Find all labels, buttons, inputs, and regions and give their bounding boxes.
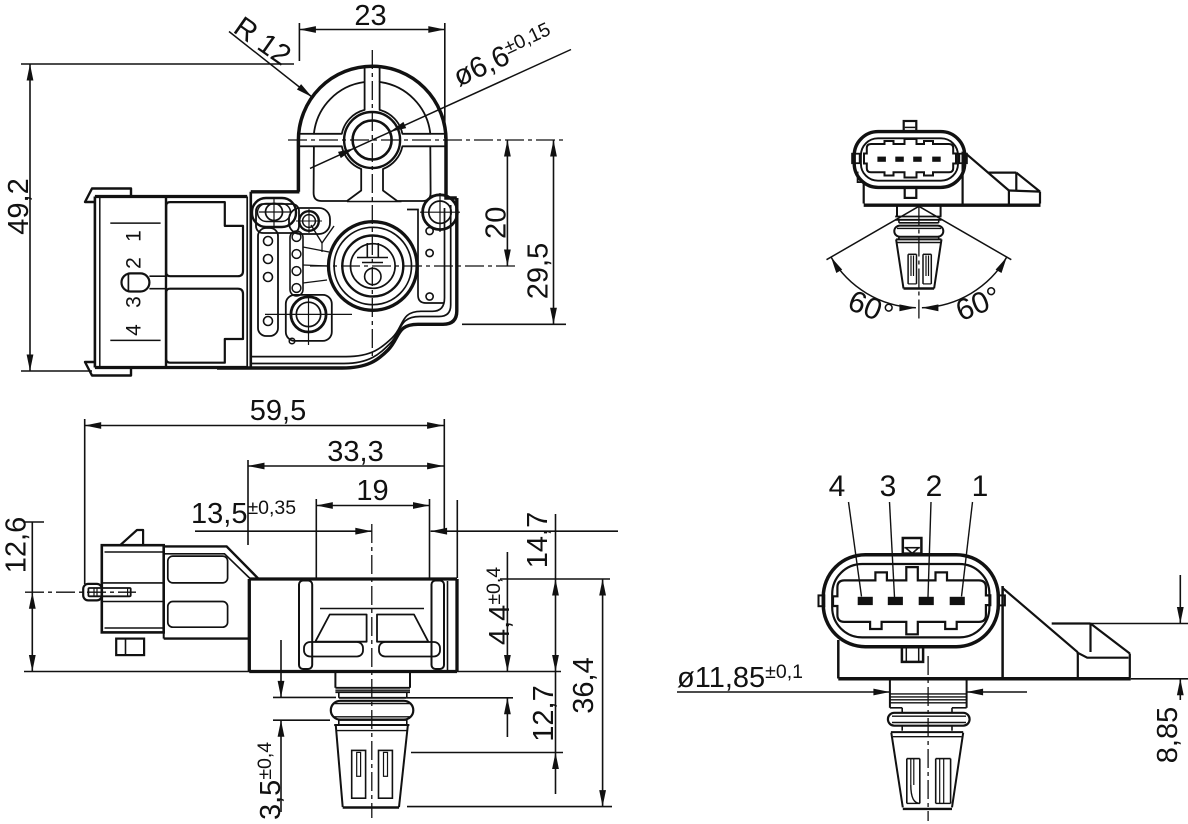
svg-text:33,3: 33,3: [327, 436, 383, 468]
svg-text:3,5±0,4: 3,5±0,4: [254, 742, 287, 820]
svg-text:R 12: R 12: [228, 11, 297, 72]
svg-text:1: 1: [972, 470, 989, 503]
svg-text:13,5±0,35: 13,5±0,35: [191, 497, 296, 530]
svg-text:4: 4: [123, 324, 146, 336]
svg-text:19: 19: [356, 475, 388, 507]
svg-text:2: 2: [926, 470, 943, 503]
svg-text:4: 4: [829, 470, 846, 503]
svg-text:ø6,6±0,15: ø6,6±0,15: [448, 18, 559, 93]
svg-text:36,4: 36,4: [568, 657, 600, 713]
svg-text:23: 23: [354, 0, 386, 32]
svg-text:3: 3: [880, 470, 897, 503]
svg-text:ø11,85±0,1: ø11,85±0,1: [677, 661, 803, 694]
svg-text:59,5: 59,5: [250, 395, 306, 427]
svg-text:8,85: 8,85: [1152, 707, 1184, 763]
svg-text:60°: 60°: [951, 280, 1005, 328]
svg-text:12,6: 12,6: [1, 517, 33, 573]
svg-text:2: 2: [123, 257, 146, 269]
svg-text:29,5: 29,5: [523, 243, 555, 299]
svg-text:1: 1: [123, 230, 146, 242]
svg-text:12,7: 12,7: [528, 685, 560, 741]
svg-text:60°: 60°: [843, 284, 897, 332]
svg-text:3: 3: [123, 296, 146, 308]
svg-text:14,7: 14,7: [522, 512, 554, 568]
